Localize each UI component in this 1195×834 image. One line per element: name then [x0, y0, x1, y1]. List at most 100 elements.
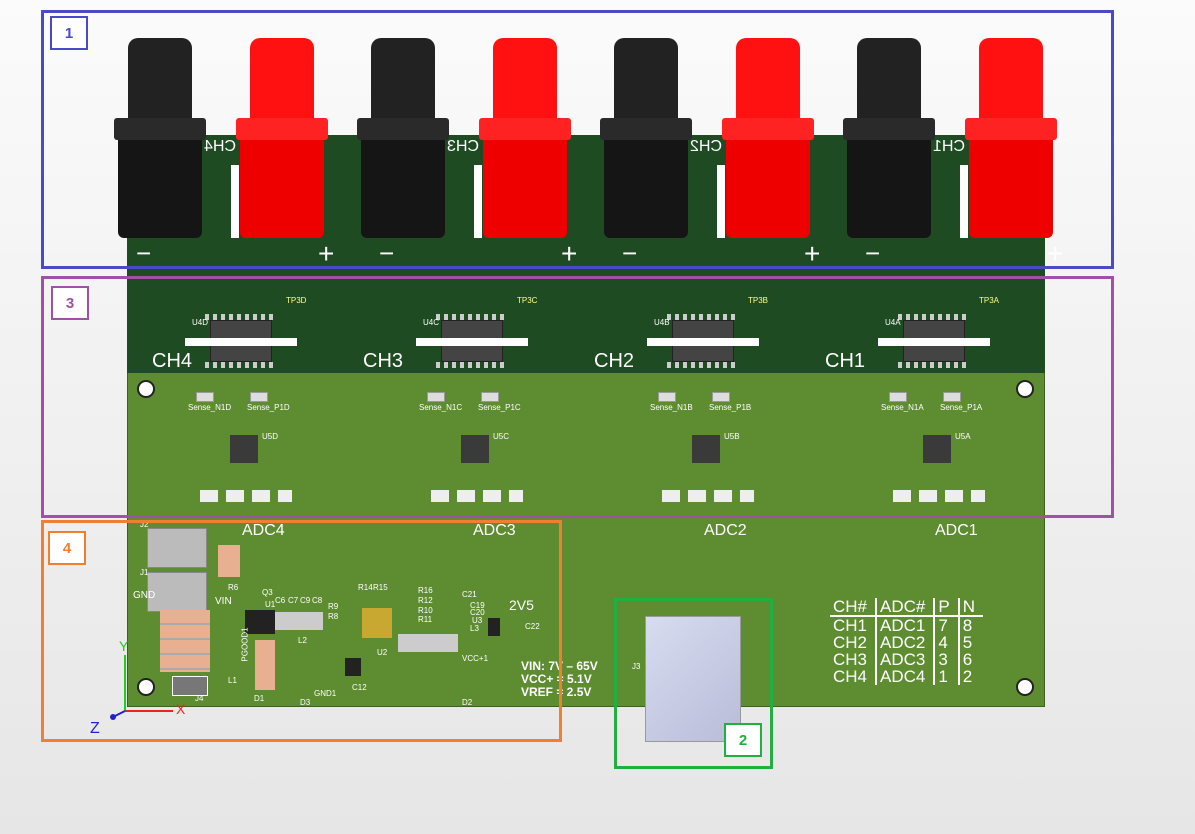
channel-label: CH1	[825, 350, 866, 372]
sense-led	[712, 392, 730, 402]
table-cell: 4	[933, 634, 959, 651]
part-label: C20	[470, 608, 485, 617]
amplifier-label: U5D	[262, 432, 279, 441]
testpoint-label: TP3C	[517, 296, 538, 305]
table-cell: ADC4	[875, 668, 935, 685]
minus-marking: −	[865, 238, 881, 268]
part-label: J2	[140, 520, 149, 529]
black-terminal	[600, 38, 692, 238]
part-label: L1	[228, 676, 237, 685]
region-box-4	[41, 520, 562, 742]
testpoint-label: TP3B	[748, 296, 769, 305]
output-leds	[662, 490, 754, 502]
red-terminal	[236, 38, 328, 238]
part-label: U3	[472, 616, 483, 625]
adc-label: ADC2	[704, 522, 747, 539]
part-label: R15	[373, 583, 388, 592]
table-cell: CH3	[833, 650, 868, 669]
adc-label: ADC4	[242, 522, 285, 539]
black-terminal	[114, 38, 206, 238]
region-tag-1: 1	[50, 16, 88, 50]
plus-marking: +	[318, 238, 335, 269]
part-label: C12	[352, 683, 367, 692]
table-cell: CH#	[830, 598, 877, 617]
connector-j3	[645, 616, 741, 742]
z-axis-label: Z	[90, 720, 100, 737]
black-terminal	[843, 38, 935, 238]
adc-label: ADC1	[935, 522, 978, 539]
table-cell: P	[933, 598, 959, 617]
amplifier-label: U5B	[724, 432, 740, 441]
isolation-slot	[231, 165, 239, 238]
mount-hole	[137, 380, 155, 398]
testpoint-label: TP3A	[979, 296, 1000, 305]
sense-n-label: Sense_N1C	[419, 403, 463, 412]
region-tag-2: 2	[724, 723, 762, 757]
capacitor-c12	[345, 658, 361, 676]
regulator-u1	[245, 610, 275, 634]
capacitor-row	[398, 634, 458, 652]
table-cell: 3	[933, 651, 959, 668]
isolation-slot	[960, 165, 968, 238]
sense-n-label: Sense_N1B	[650, 403, 693, 412]
part-label: Q3	[262, 588, 273, 597]
table-cell: CH2	[833, 633, 868, 652]
part-label: C22	[525, 622, 540, 631]
output-leds	[200, 490, 292, 502]
sense-led	[427, 392, 445, 402]
chip-label: U4A	[885, 318, 901, 327]
part-label: R8	[328, 612, 339, 621]
part-label: U1	[265, 600, 276, 609]
amplifier-chip	[923, 435, 951, 463]
part-label: C19	[470, 601, 485, 610]
isolation-slot	[647, 338, 759, 346]
chip-label: U4B	[654, 318, 670, 327]
region-box-1	[41, 10, 1114, 269]
part-label: D3	[300, 698, 311, 707]
output-leds	[893, 490, 985, 502]
part-label: R14	[358, 583, 373, 592]
part-label: R10	[418, 606, 433, 615]
part-label: L2	[298, 636, 307, 645]
table-cell: N	[957, 598, 983, 617]
red-terminal	[965, 38, 1057, 238]
sense-p-label: Sense_P1D	[247, 403, 290, 412]
part-label: C21	[462, 590, 477, 599]
table-cell: 2	[957, 668, 983, 685]
vin-label: VIN	[215, 596, 232, 607]
channel-label: CH4	[152, 350, 193, 372]
amplifier-chip	[461, 435, 489, 463]
vcc-spec: VCC+ = 5.1V	[521, 672, 592, 686]
plus-marking: +	[1047, 238, 1064, 269]
reference-u3	[488, 618, 500, 636]
minus-marking: −	[622, 238, 638, 268]
channel-label: CH2	[594, 350, 635, 372]
sense-n-label: Sense_N1D	[188, 403, 232, 412]
vcc-testpoint-label: VCC+1	[462, 654, 489, 663]
region-box-2	[614, 598, 773, 769]
connector-j2	[147, 528, 207, 568]
adc-u2	[362, 608, 392, 638]
minus-marking: −	[136, 238, 152, 268]
sense-led	[481, 392, 499, 402]
gnd1-label: GND1	[314, 689, 337, 698]
sense-n-label: Sense_N1A	[881, 403, 924, 412]
connector-j1	[147, 572, 207, 612]
sense-led	[889, 392, 907, 402]
sense-led	[658, 392, 676, 402]
amplifier-chip	[230, 435, 258, 463]
part-label: R11	[418, 615, 433, 624]
adc-label: ADC3	[473, 522, 516, 539]
2v5-label: 2V5	[509, 597, 534, 613]
capacitor-row	[275, 612, 323, 630]
minus-marking: −	[379, 238, 395, 268]
amplifier-label: U5A	[955, 432, 971, 441]
table-cell: 8	[957, 616, 983, 634]
connector-j4	[172, 676, 208, 696]
testpoint-label: TP3D	[286, 296, 307, 305]
isolation-slot	[416, 338, 528, 346]
part-label: R6	[228, 583, 239, 592]
